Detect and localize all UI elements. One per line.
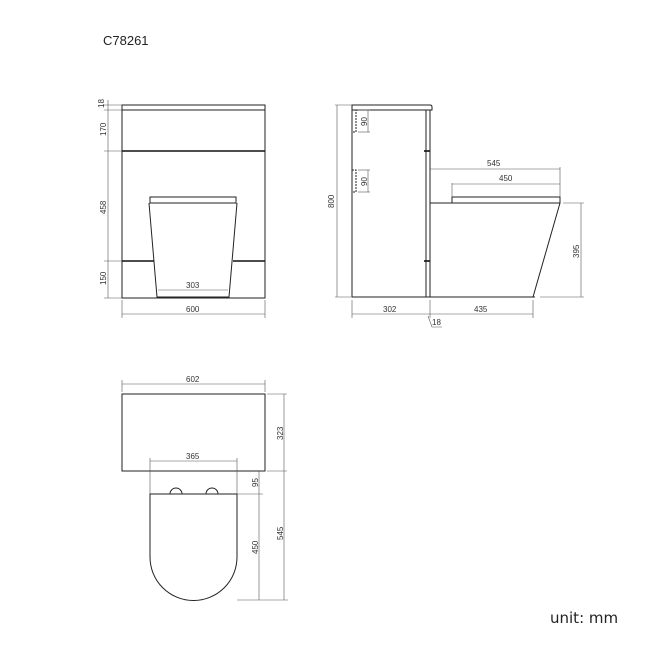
front-pan bbox=[148, 202, 238, 298]
dim-pan-width: 365 bbox=[186, 452, 200, 461]
dim-pan-height: 395 bbox=[572, 244, 581, 258]
plan-cabinet bbox=[121, 393, 266, 472]
dim-lower-panel: 150 bbox=[99, 271, 108, 285]
plan-view: 602 323 365 95 450 545 bbox=[121, 375, 288, 601]
left-hinge bbox=[169, 487, 183, 495]
dim-top-slab: 18 bbox=[97, 99, 106, 108]
dim-overall-pan-length: 545 bbox=[487, 159, 501, 168]
dim-hinge-offset: 95 bbox=[251, 478, 260, 487]
dim-seat-length: 450 bbox=[499, 174, 513, 183]
plan-seat bbox=[149, 493, 238, 601]
lower-cutout bbox=[351, 169, 357, 193]
side-panel bbox=[425, 109, 431, 298]
upper-cutout bbox=[351, 109, 357, 133]
dim-upper-cutout: 90 bbox=[360, 117, 369, 126]
dim-panel-thickness: 18 bbox=[432, 318, 441, 327]
front-top-slab bbox=[121, 104, 266, 111]
dim-seat-length-plan: 450 bbox=[251, 540, 260, 554]
dim-lower-cutout: 90 bbox=[360, 177, 369, 186]
product-code: C78261 bbox=[103, 33, 149, 48]
front-view: 303 18 170 458 150 600 bbox=[97, 99, 266, 318]
front-cabinet bbox=[121, 109, 266, 299]
side-cabinet-top bbox=[351, 104, 433, 297]
side-pan-front bbox=[532, 202, 561, 298]
dim-middle-panel: 458 bbox=[99, 200, 108, 214]
dim-total-width: 600 bbox=[186, 305, 200, 314]
unit-label: unit: mm bbox=[550, 609, 618, 627]
right-hinge bbox=[205, 487, 219, 495]
dim-total-height: 800 bbox=[327, 194, 336, 208]
front-seat-lid bbox=[149, 196, 237, 204]
dim-overall-projection: 545 bbox=[276, 526, 285, 540]
dim-upper-panel: 170 bbox=[99, 122, 108, 136]
side-seat bbox=[451, 196, 561, 204]
side-view: 90 90 800 545 450 395 302 435 18 bbox=[327, 104, 584, 328]
dim-cabinet-depth-plan: 323 bbox=[276, 426, 285, 440]
dim-pan-base-width: 303 bbox=[186, 281, 200, 290]
dim-pan-base-length: 435 bbox=[474, 305, 488, 314]
dim-cabinet-width: 602 bbox=[186, 375, 200, 384]
dim-cabinet-depth: 302 bbox=[383, 305, 397, 314]
